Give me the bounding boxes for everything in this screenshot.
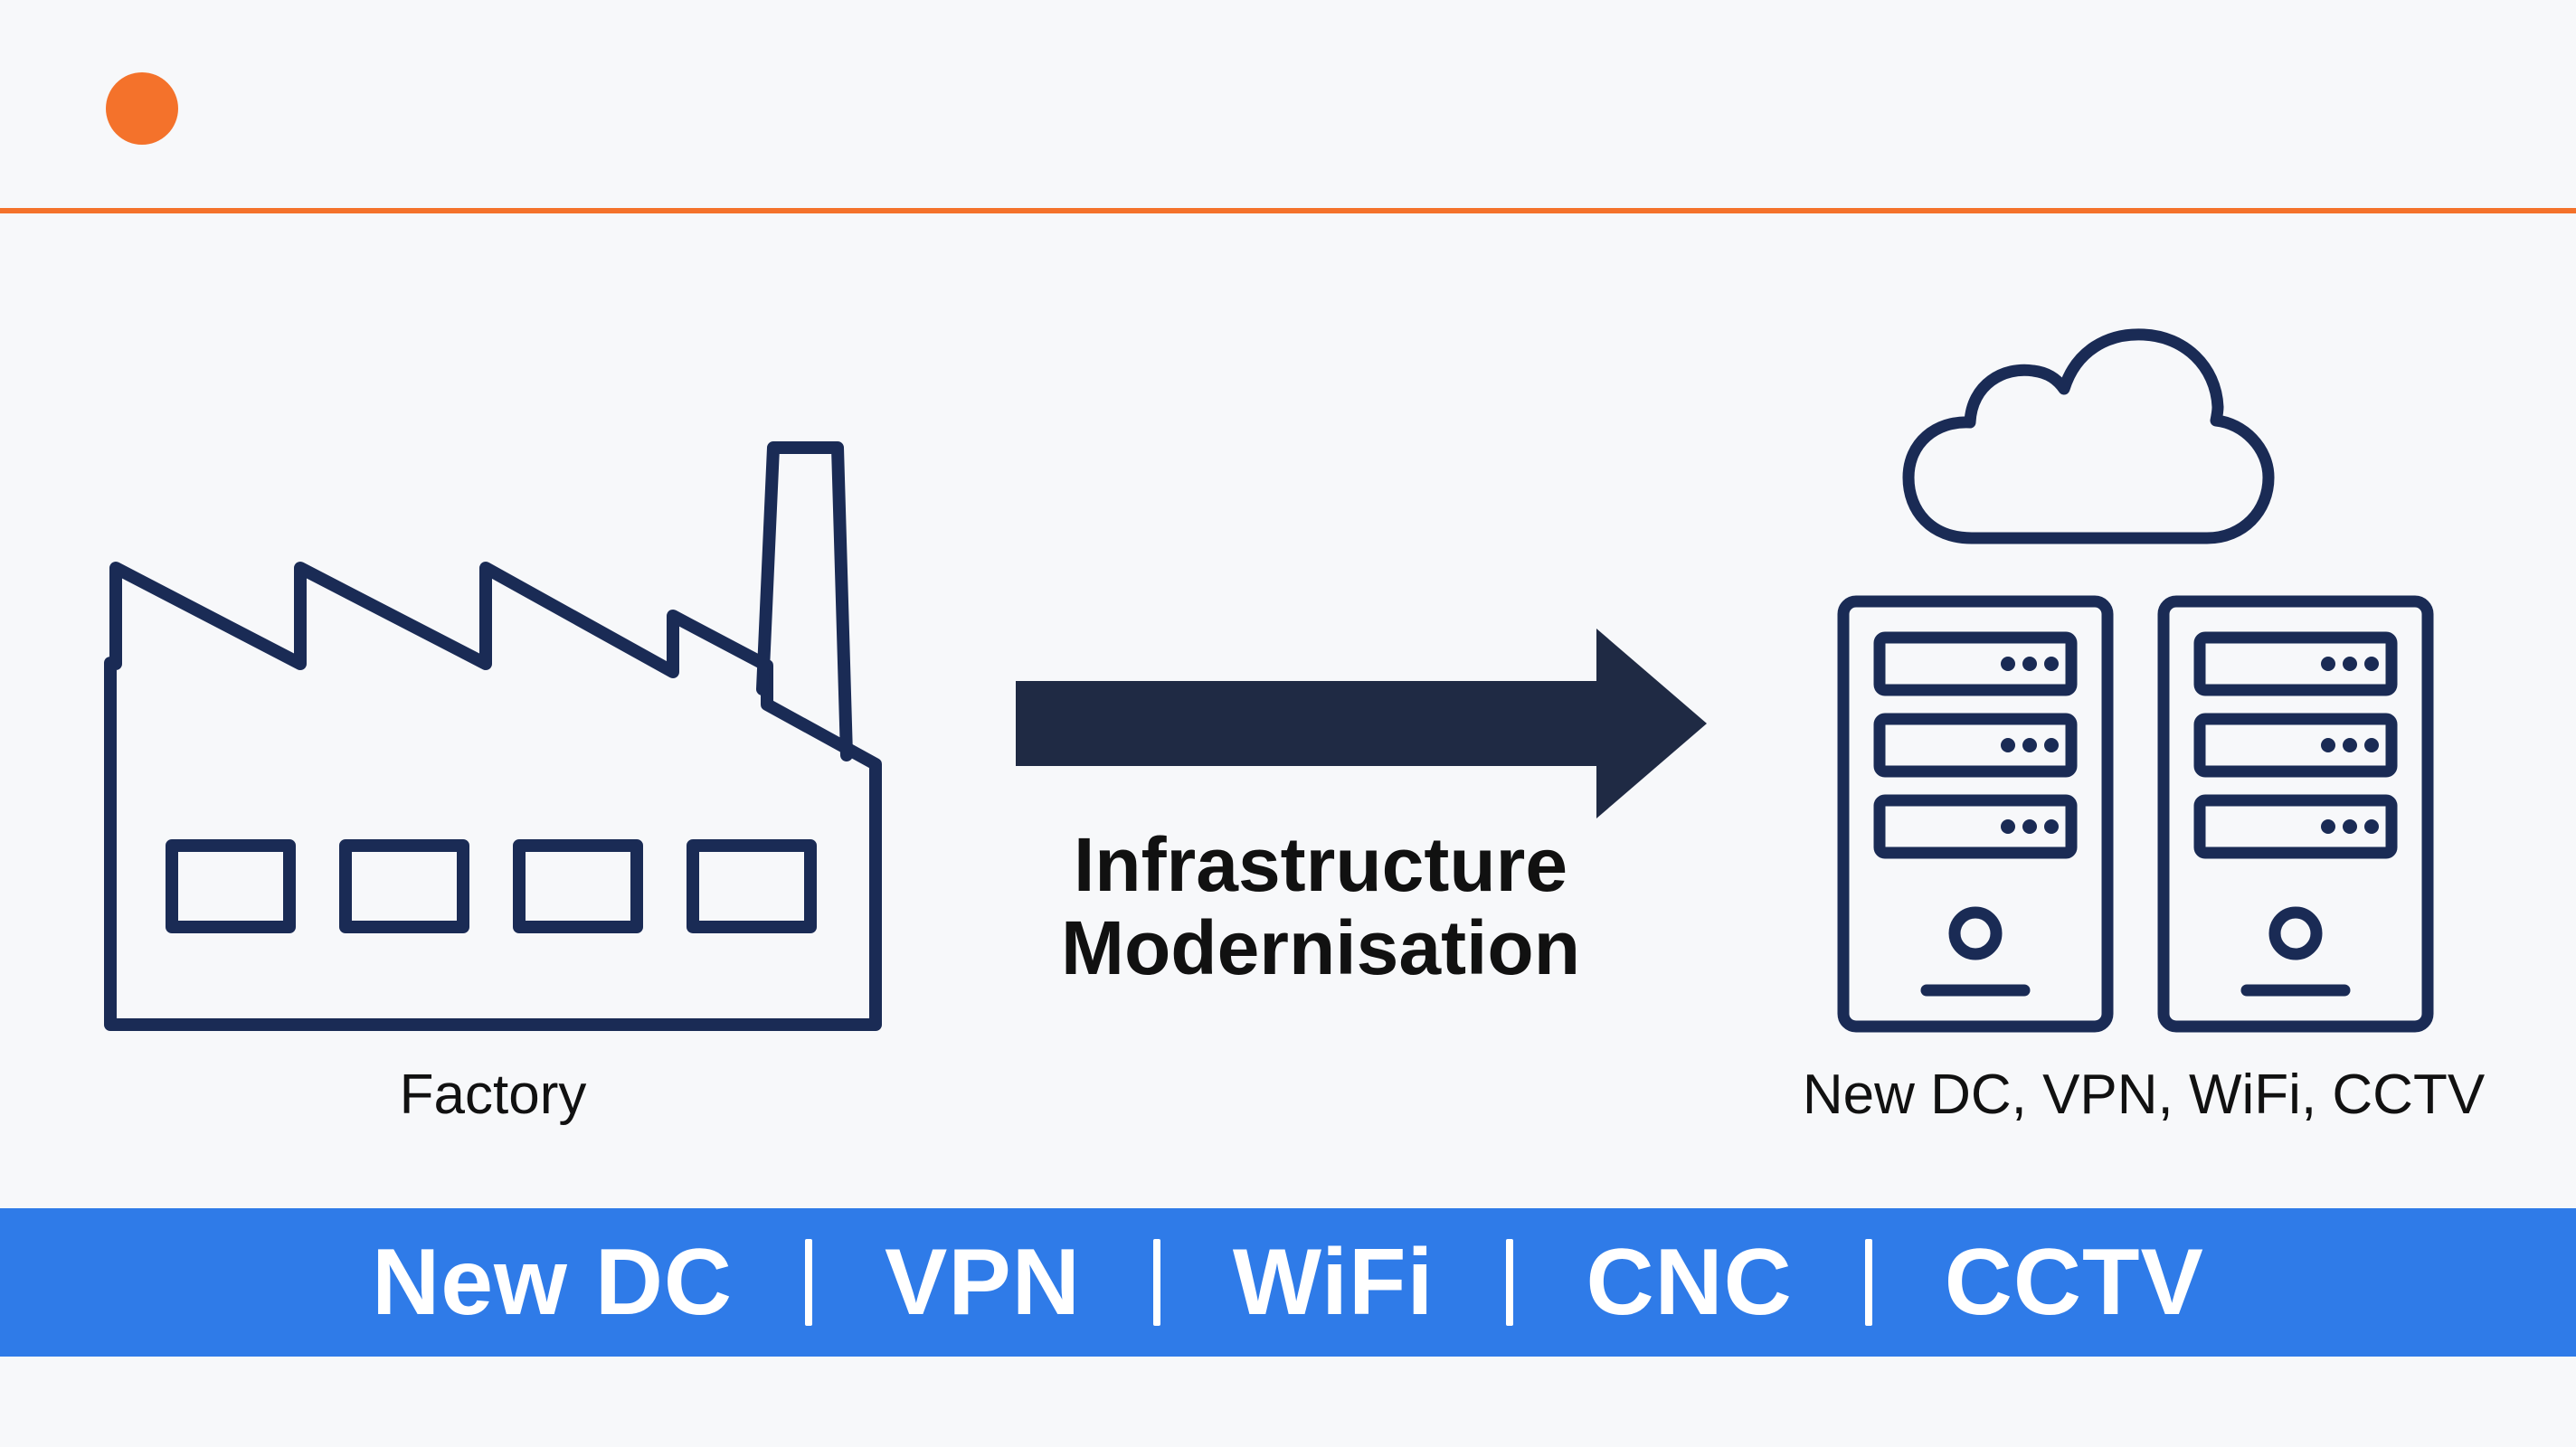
server-cloud-icon (1837, 328, 2434, 1033)
band-separator (805, 1239, 813, 1326)
transition-title: Infrastructure Modernisation (995, 823, 1646, 989)
right-arrow-icon (1016, 629, 1707, 818)
band-separator (1864, 1239, 1872, 1326)
cloud-icon (1902, 328, 2275, 544)
factory-label: Factory (399, 1064, 587, 1126)
header-divider (0, 208, 2576, 213)
title-line-2: Modernisation (1060, 905, 1580, 990)
band-item-vpn: VPN (885, 1229, 1081, 1335)
band-item-cctv: CCTV (1944, 1229, 2204, 1335)
title-line-1: Infrastructure (1073, 822, 1568, 907)
factory-icon (104, 441, 882, 1031)
capabilities-band: New DC VPN WiFi CNC CCTV (0, 1208, 2576, 1357)
band-separator (1506, 1239, 1514, 1326)
band-separator (1152, 1239, 1160, 1326)
band-item-new-dc: New DC (372, 1229, 734, 1335)
band-item-wifi: WiFi (1232, 1229, 1435, 1335)
accent-dot (106, 72, 178, 145)
band-item-cnc: CNC (1586, 1229, 1793, 1335)
servers-label: New DC, VPN, WiFi, CCTV (1802, 1064, 2486, 1126)
